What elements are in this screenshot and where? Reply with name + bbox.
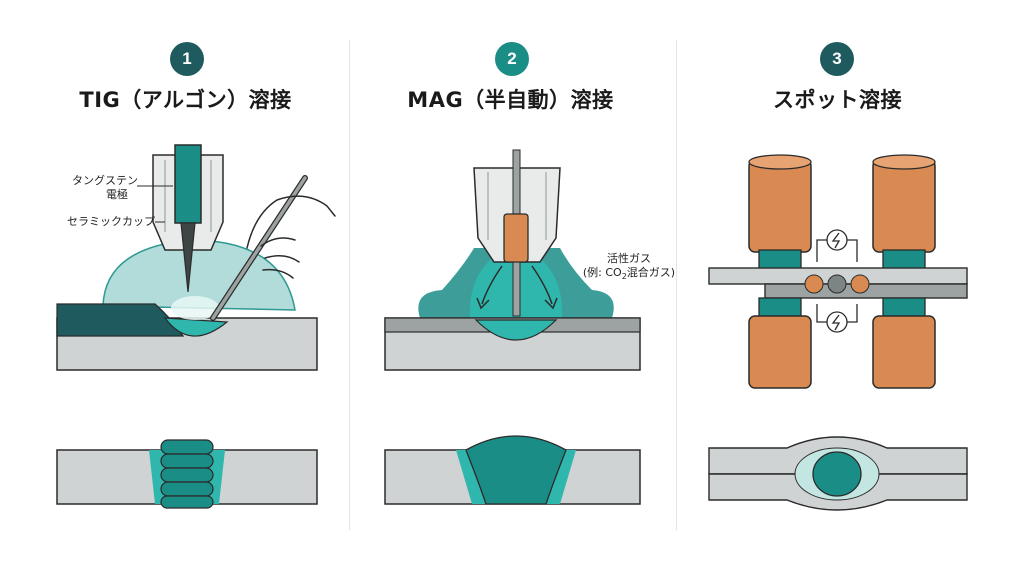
panel-title-spot: スポット溶接 bbox=[773, 88, 902, 112]
weld-nugget bbox=[827, 274, 847, 294]
upper-electrode-right-top bbox=[872, 154, 936, 170]
lower-electrode-left bbox=[748, 315, 812, 389]
label-tungsten-line2: 電極 bbox=[106, 188, 128, 201]
label-gas-line2-prefix: (例: CO bbox=[582, 266, 622, 279]
arc-glow bbox=[171, 296, 219, 320]
section-bead-5 bbox=[160, 495, 214, 509]
tungsten-electrode bbox=[174, 144, 202, 224]
filler-layer bbox=[56, 303, 185, 337]
upper-tip-right bbox=[882, 249, 926, 271]
upper-electrode-left bbox=[748, 159, 812, 253]
electrode-tip bbox=[180, 222, 196, 293]
upper-electrode-left-top bbox=[748, 154, 812, 170]
panel-spot: 3 スポット溶接 bbox=[677, 0, 1018, 572]
upper-tip-left bbox=[758, 249, 802, 271]
divider-2 bbox=[676, 40, 677, 530]
contact-tip bbox=[503, 213, 529, 263]
electric-icon-bottom bbox=[826, 311, 848, 333]
filler-rod-core bbox=[211, 176, 307, 320]
divider-1 bbox=[349, 40, 350, 530]
tig-diagram bbox=[56, 144, 336, 509]
step-number-3: 3 bbox=[820, 42, 854, 76]
step-number-2: 2 bbox=[495, 42, 529, 76]
section-weld-bead bbox=[465, 435, 567, 505]
electric-icon-top bbox=[826, 229, 848, 251]
weld-pool bbox=[474, 319, 558, 341]
lower-tip-left bbox=[758, 297, 802, 319]
panel-mag: 2 MAG（半自動）溶接 活性ガス (例: CO2混合ガス) bbox=[350, 0, 691, 572]
panel-tig: 1 TIG（アルゴン）溶接 タング bbox=[15, 0, 356, 572]
label-gas-line2-suffix: 混合ガス) bbox=[626, 266, 676, 279]
gas-flow-arrowhead-left bbox=[476, 297, 490, 310]
heat-spot-right bbox=[850, 274, 870, 294]
gas-flow-arrow-left bbox=[481, 265, 503, 305]
panel-title-mag: MAG（半自動）溶接 bbox=[407, 88, 614, 112]
section-bead-2 bbox=[160, 453, 214, 469]
spot-diagram bbox=[708, 154, 968, 511]
hand-outline bbox=[246, 195, 336, 279]
mag-diagram bbox=[384, 149, 641, 505]
section-bead-1 bbox=[160, 439, 214, 455]
gas-flow-arrowhead-right bbox=[544, 297, 558, 310]
section-nugget bbox=[812, 451, 862, 497]
label-active-gas: 活性ガス (例: CO2混合ガス) bbox=[564, 252, 694, 284]
step-number-1: 1 bbox=[170, 42, 204, 76]
label-tungsten: タングステン 電極 bbox=[60, 174, 138, 202]
lower-electrode-right bbox=[872, 315, 936, 389]
electric-bolt-bottom bbox=[831, 314, 841, 331]
panel-title-tig: TIG（アルゴン）溶接 bbox=[79, 88, 292, 112]
label-tungsten-line1: タングステン bbox=[72, 174, 138, 187]
electric-bolt-top bbox=[831, 232, 841, 249]
heat-spot-left bbox=[804, 274, 824, 294]
label-gas-subscript: 2 bbox=[621, 272, 627, 282]
label-gas-line1: 活性ガス bbox=[607, 252, 651, 265]
section-bead-4 bbox=[160, 481, 214, 497]
lower-tip-right bbox=[882, 297, 926, 319]
molten-pool bbox=[163, 317, 229, 337]
upper-electrode-right bbox=[872, 159, 936, 253]
label-ceramic-cup: セラミックカップ bbox=[67, 215, 155, 228]
section-bead-3 bbox=[160, 467, 214, 483]
gas-flow-arrow-right bbox=[531, 265, 553, 305]
